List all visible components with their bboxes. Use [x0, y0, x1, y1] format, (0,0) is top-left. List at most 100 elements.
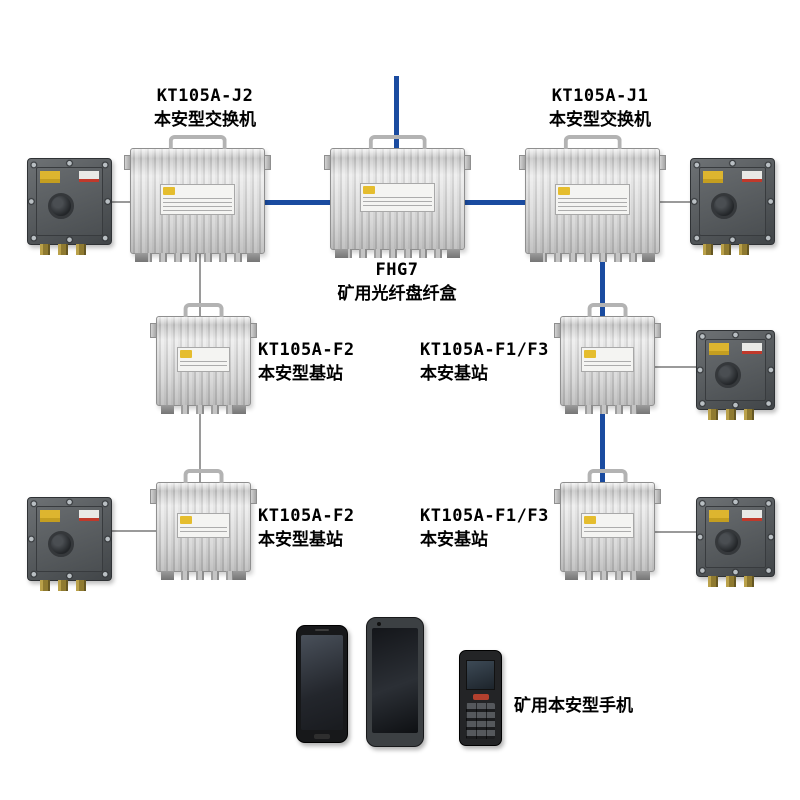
cable-glands — [39, 244, 93, 255]
carry-handle — [183, 469, 224, 483]
fiber-link-right-switch — [463, 200, 527, 205]
junction-box-top-left — [27, 158, 112, 255]
fiber-link-right-drop-2 — [600, 404, 605, 484]
foot-left — [161, 571, 174, 580]
fiber-link-uplink — [394, 76, 399, 150]
warning-label — [703, 171, 723, 183]
model-text: KT105A-F2 — [258, 340, 355, 360]
foot-left — [530, 253, 543, 262]
device-fiber-box — [324, 135, 471, 258]
bottom-ports — [166, 405, 241, 414]
device-base-mid-right — [554, 303, 661, 414]
phone-screen — [466, 660, 495, 690]
device-base-bottom-left — [150, 469, 257, 580]
warning-label — [40, 171, 60, 183]
smartphone-2 — [366, 617, 424, 747]
phone-screen — [301, 635, 343, 730]
cable-entry — [715, 362, 742, 389]
bottom-ports — [344, 249, 451, 258]
cable-mid-right-junction — [654, 366, 698, 368]
cert-label — [79, 510, 99, 521]
bottom-ports — [144, 253, 251, 262]
foot-right — [233, 405, 246, 414]
label-base-bottom-right: KT105A-F1/F3 本安基站 — [420, 504, 549, 552]
label-fiber-box: FHG7 矿用光纤盘纤盒 — [297, 258, 497, 306]
mount-ear-right — [659, 155, 666, 170]
device-switch-left — [124, 135, 271, 262]
foot-left — [161, 405, 174, 414]
warning-label — [709, 510, 729, 522]
home-button — [314, 734, 330, 739]
cable-left-drop-1 — [199, 254, 201, 318]
cert-label — [79, 171, 99, 182]
mount-ear-left — [150, 489, 157, 504]
foot-right — [637, 571, 650, 580]
cert-label — [742, 343, 762, 354]
carry-handle — [183, 303, 224, 317]
cable-glands — [707, 409, 758, 420]
cert-label — [742, 510, 762, 521]
smartphone-1 — [296, 625, 348, 743]
label-base-mid-right: KT105A-F1/F3 本安基站 — [420, 338, 549, 386]
nav-key — [472, 694, 489, 700]
model-text: KT105A-F1/F3 — [420, 506, 549, 526]
carry-handle — [587, 303, 628, 317]
carry-handle — [168, 135, 227, 149]
foot-right — [447, 249, 460, 258]
cable-bottom-left-junction — [110, 530, 157, 532]
handset-text: 矿用本安型手机 — [514, 696, 633, 716]
foot-left — [335, 249, 348, 258]
nameplate — [160, 184, 235, 215]
device-base-mid-left — [150, 303, 257, 414]
model-text: KT105A-J2 — [156, 86, 254, 106]
cable-entry — [47, 530, 74, 557]
mount-ear-left — [124, 155, 131, 170]
phone-screen — [372, 628, 418, 733]
device-base-bottom-right — [554, 469, 661, 580]
junction-box-top-right — [690, 158, 775, 255]
foot-left — [135, 253, 148, 262]
nameplate — [581, 346, 634, 373]
type-text: 本安基站 — [420, 530, 488, 550]
type-text: 本安基站 — [420, 364, 488, 384]
model-text: KT105A-F2 — [258, 506, 355, 526]
label-base-mid-left: KT105A-F2 本安型基站 — [258, 338, 355, 386]
warning-label — [40, 510, 60, 522]
device-switch-right — [519, 135, 666, 262]
type-text: 本安型基站 — [258, 364, 343, 384]
bottom-ports — [539, 253, 646, 262]
cable-glands — [707, 576, 758, 587]
mount-ear-left — [324, 155, 331, 170]
nameplate — [177, 512, 230, 539]
model-text: KT105A-J1 — [551, 86, 649, 106]
model-text: KT105A-F1/F3 — [420, 340, 549, 360]
cable-glands — [702, 244, 756, 255]
mount-ear-right — [654, 323, 661, 338]
junction-box-mid-right — [696, 330, 775, 420]
junction-box-bottom-left — [27, 497, 112, 591]
type-text: 本安型基站 — [258, 530, 343, 550]
fiber-link-right-drop-1 — [600, 254, 605, 318]
cable-top-right-junction — [658, 201, 692, 203]
mount-ear-left — [519, 155, 526, 170]
warning-label — [709, 343, 729, 355]
cable-top-left-junction — [110, 201, 132, 203]
cable-left-drop-2 — [199, 404, 201, 484]
label-base-bottom-left: KT105A-F2 本安型基站 — [258, 504, 355, 552]
model-text: FHG7 — [375, 260, 419, 280]
foot-right — [642, 253, 655, 262]
cert-label — [742, 171, 762, 182]
cable-glands — [39, 580, 93, 591]
junction-box-bottom-right — [696, 497, 775, 587]
label-switch-right: KT105A-J1 本安型交换机 — [500, 84, 700, 132]
foot-right — [233, 571, 246, 580]
carry-handle — [563, 135, 622, 149]
mount-ear-right — [250, 323, 257, 338]
bottom-ports — [166, 571, 241, 580]
label-handset: 矿用本安型手机 — [514, 694, 633, 718]
mount-ear-left — [554, 323, 561, 338]
keypad — [466, 703, 495, 739]
cable-entry — [710, 193, 737, 219]
cable-entry — [47, 193, 74, 219]
